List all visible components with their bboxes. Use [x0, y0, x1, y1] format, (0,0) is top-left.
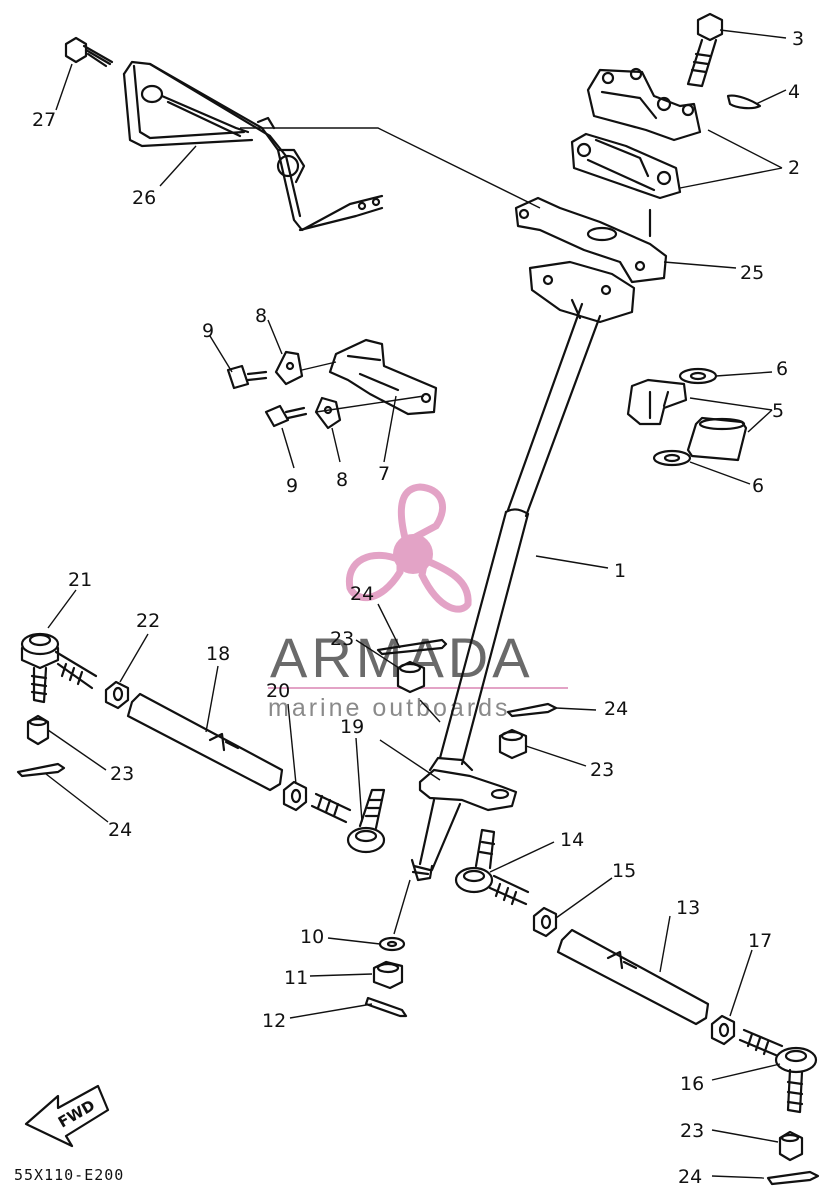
- callout-19: 19: [340, 716, 364, 738]
- part-17-locknut: [710, 1014, 736, 1046]
- callout-27: 27: [32, 109, 56, 131]
- part-23-nut-left: [26, 714, 50, 746]
- watermark-tagline: marine outboards: [268, 694, 511, 722]
- callout-18: 18: [206, 643, 230, 665]
- callout-labels: 1 2 3 4 5 6 6 7 8 8 9 9 10 11 12 13 14 1…: [32, 28, 804, 1188]
- callout-6a: 6: [776, 358, 788, 380]
- callout-7: 7: [378, 463, 390, 485]
- part-1-steering-shaft: [410, 260, 636, 882]
- part-12-cotter-pin: [364, 996, 408, 1018]
- callout-8b: 8: [336, 469, 348, 491]
- callout-23b: 23: [330, 628, 354, 650]
- callout-9b: 9: [286, 475, 298, 497]
- propeller-hub: [393, 534, 433, 574]
- part-8-clamp: [274, 350, 342, 430]
- callout-25: 25: [740, 262, 764, 284]
- part-24-cotter-pin-center-upper: [376, 638, 448, 656]
- callout-23a: 23: [110, 763, 134, 785]
- leader-lines: [45, 29, 787, 1179]
- callout-21: 21: [68, 569, 92, 591]
- part-25-steering-plate: [514, 196, 668, 284]
- callout-14: 14: [560, 829, 584, 851]
- callout-24c: 24: [604, 698, 628, 720]
- part-13-tie-rod: [556, 928, 710, 1026]
- callout-6b: 6: [752, 475, 764, 497]
- part-19-tie-rod-end: [310, 788, 386, 854]
- part-5-bushing: [626, 378, 748, 462]
- part-23-nut-center-right: [498, 728, 528, 760]
- part-3-bolt: [686, 12, 724, 88]
- part-24-cotter-pin-center-right: [506, 702, 558, 718]
- callout-11: 11: [284, 967, 308, 989]
- part-26-bracket-frame: [122, 60, 384, 232]
- part-15-locknut: [532, 906, 558, 938]
- part-7-bracket: [328, 338, 438, 416]
- callout-23d: 23: [680, 1120, 704, 1142]
- callout-3: 3: [792, 28, 804, 50]
- callout-4: 4: [788, 81, 800, 103]
- callout-24b: 24: [350, 583, 374, 605]
- part-20-locknut: [282, 780, 308, 812]
- part-21-tie-rod-end: [20, 632, 98, 704]
- fwd-arrow-icon: FWD: [24, 1084, 110, 1148]
- callout-15: 15: [612, 860, 636, 882]
- part-11-nut: [372, 960, 404, 990]
- callout-20: 20: [266, 680, 290, 702]
- callout-12: 12: [262, 1010, 286, 1032]
- callout-26: 26: [132, 187, 156, 209]
- part-18-tie-rod: [126, 692, 284, 792]
- callout-9a: 9: [202, 320, 214, 342]
- callout-10: 10: [300, 926, 324, 948]
- part-22-locknut: [104, 680, 130, 710]
- part-23-nut-right: [778, 1130, 804, 1162]
- part-27-bolt: [64, 36, 114, 68]
- callout-17: 17: [748, 930, 772, 952]
- part-9-bolt: [226, 364, 308, 428]
- callout-24d: 24: [678, 1166, 702, 1188]
- callout-8a: 8: [255, 305, 267, 327]
- reference-code: 55X110-E200: [14, 1166, 124, 1184]
- callout-5: 5: [772, 400, 784, 422]
- part-4-cotter-pin: [726, 94, 762, 110]
- part-2-steering-holder: [570, 67, 702, 200]
- part-23-nut-center-upper: [396, 660, 426, 694]
- part-16-tie-rod-end: [738, 1028, 818, 1114]
- callout-13: 13: [676, 897, 700, 919]
- callout-22: 22: [136, 610, 160, 632]
- propeller-icon: [345, 483, 472, 613]
- part-24-cotter-pin-left: [16, 762, 66, 778]
- part-10-washer: [378, 936, 406, 952]
- part-14-tie-rod-end: [454, 828, 530, 906]
- part-24-cotter-pin-right: [766, 1170, 820, 1186]
- callout-16: 16: [680, 1073, 704, 1095]
- callout-1: 1: [614, 560, 626, 582]
- callout-24a: 24: [108, 819, 132, 841]
- callout-2: 2: [788, 157, 800, 179]
- callout-23c: 23: [590, 759, 614, 781]
